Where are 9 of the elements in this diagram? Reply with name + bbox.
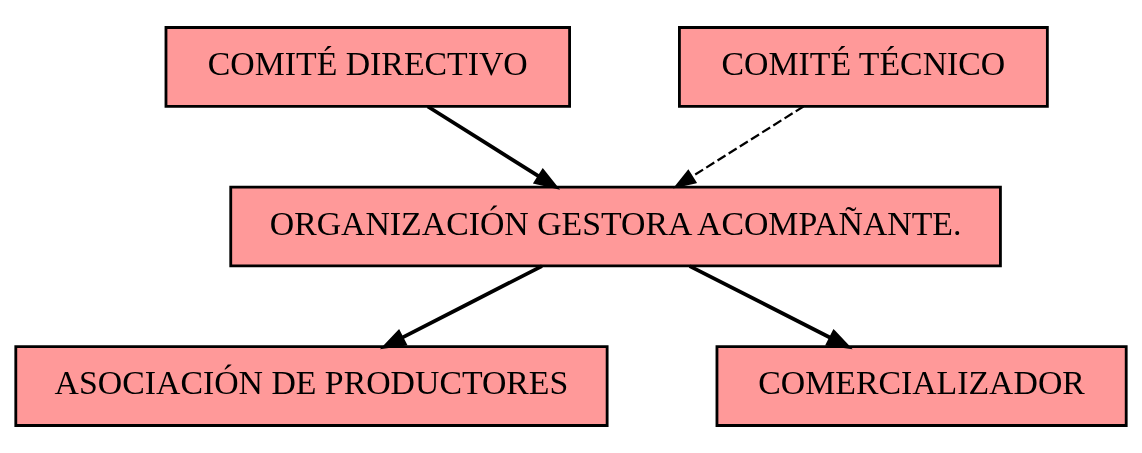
- node-box: COMERCIALIZADOR: [715, 345, 1128, 427]
- arrow: [426, 104, 561, 190]
- node-box: COMITÉ DIRECTIVO: [164, 26, 571, 108]
- arrow: [688, 264, 853, 350]
- arrow: [379, 264, 543, 350]
- node-box: ORGANIZACIÓN GESTORA ACOMPAÑANTE.: [229, 185, 1002, 268]
- node-box: COMITÉ TÉCNICO: [678, 26, 1049, 108]
- arrow: [673, 105, 804, 189]
- node-box: ASOCIACIÓN DE PRODUCTORES: [14, 345, 609, 427]
